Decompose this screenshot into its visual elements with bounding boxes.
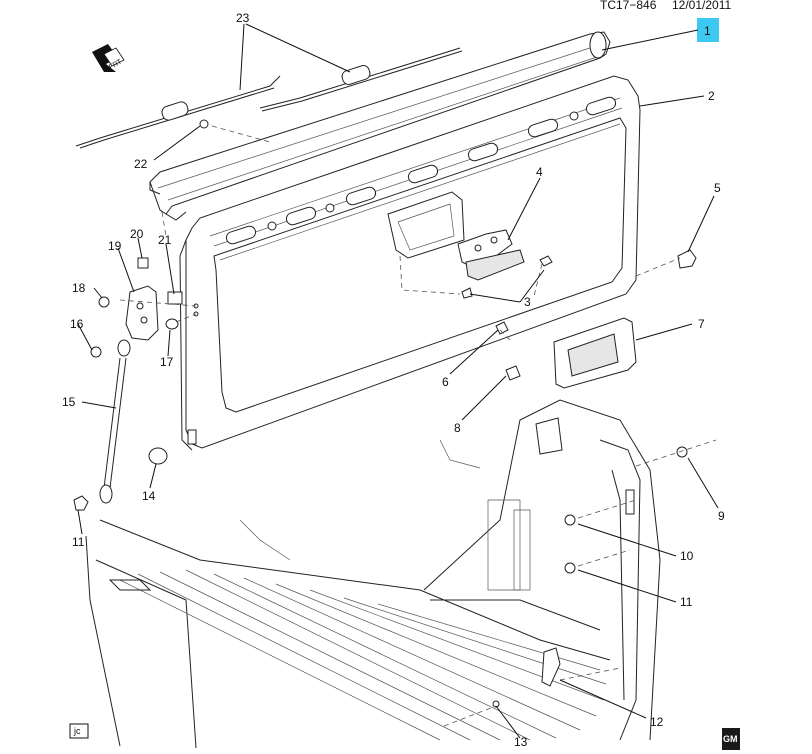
clip-part-6 bbox=[495, 321, 509, 335]
figure-date: 12/01/2011 bbox=[672, 0, 731, 12]
gm-logo: GM bbox=[722, 728, 740, 750]
callout-2: 2 bbox=[708, 89, 715, 103]
plug-part-9 bbox=[676, 446, 688, 458]
callout-8: 8 bbox=[454, 421, 461, 435]
nut-part-8 bbox=[505, 365, 521, 381]
callout-19: 19 bbox=[108, 239, 122, 253]
callout-7: 7 bbox=[698, 317, 705, 331]
callout-15: 15 bbox=[62, 395, 76, 409]
callout-1: 1 bbox=[704, 24, 711, 38]
bolt-part-11-left bbox=[73, 495, 89, 511]
bumper-part-14 bbox=[148, 447, 168, 465]
extension-lines bbox=[119, 125, 717, 727]
callout-10: 10 bbox=[680, 549, 694, 563]
bumper-part-5 bbox=[677, 249, 697, 269]
hinge-assembly bbox=[90, 257, 183, 358]
tailgate-panel bbox=[179, 75, 641, 451]
figure-id: TC17−846 bbox=[600, 0, 657, 12]
front-arrow-icon: FRT bbox=[92, 44, 125, 72]
callout-1-highlight bbox=[697, 18, 719, 42]
handle-bezel bbox=[553, 317, 637, 389]
callout-6: 6 bbox=[442, 375, 449, 389]
illustrator-code-box: jc bbox=[69, 723, 89, 739]
bolt-part-11-right bbox=[564, 562, 576, 574]
callout-11-left: 11 bbox=[72, 535, 85, 549]
callout-11-right: 11 bbox=[680, 595, 693, 609]
callout-23: 23 bbox=[236, 11, 250, 25]
striker-part-12 bbox=[541, 647, 561, 687]
rod-clips bbox=[461, 255, 553, 299]
callout-9: 9 bbox=[718, 509, 725, 523]
callout-22: 22 bbox=[134, 157, 148, 171]
callout-17: 17 bbox=[160, 355, 174, 369]
callout-5: 5 bbox=[714, 181, 721, 195]
truck-bed bbox=[85, 399, 661, 749]
callout-12: 12 bbox=[650, 715, 664, 729]
callout-16: 16 bbox=[70, 317, 84, 331]
callout-13: 13 bbox=[514, 735, 528, 749]
handle-mechanism bbox=[457, 229, 525, 281]
bolt-part-13 bbox=[492, 700, 500, 708]
leader-lines bbox=[77, 23, 719, 739]
illustrator-code: jc bbox=[73, 726, 81, 736]
torsion-rod-assembly bbox=[75, 47, 463, 149]
gm-logo-text: GM bbox=[723, 734, 738, 744]
callout-21: 21 bbox=[158, 233, 172, 247]
callout-20: 20 bbox=[130, 227, 144, 241]
screw-part-22 bbox=[199, 119, 209, 129]
tailgate-top-cap bbox=[149, 31, 611, 221]
callout-14: 14 bbox=[142, 489, 156, 503]
tailgate-slots bbox=[225, 96, 617, 245]
callout-3: 3 bbox=[524, 295, 531, 309]
callout-4: 4 bbox=[536, 165, 543, 179]
callout-18: 18 bbox=[72, 281, 86, 295]
support-cable bbox=[99, 339, 131, 504]
striker-part-10 bbox=[564, 514, 576, 526]
